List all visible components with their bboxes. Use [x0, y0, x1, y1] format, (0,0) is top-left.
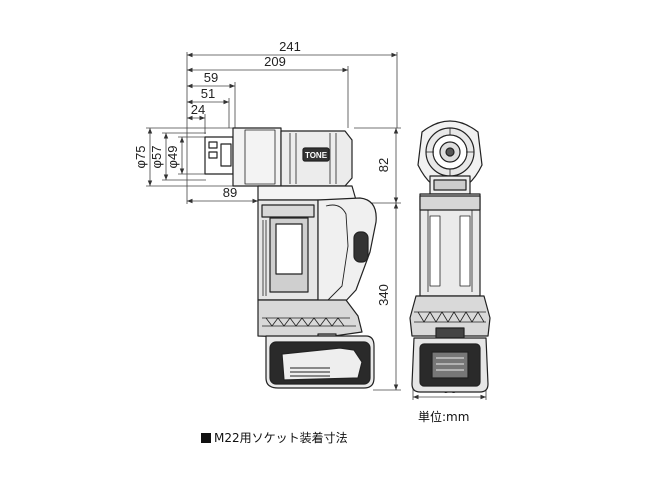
dim-body-length: 209: [264, 54, 286, 69]
dim-socket-24: 24: [191, 102, 205, 117]
tool-side-view: [204, 127, 377, 389]
tone-logo: TONE: [305, 151, 328, 160]
dim-socket-59: 59: [204, 70, 218, 85]
caption-bullet: [201, 432, 211, 443]
dim-total-height: 340: [376, 284, 391, 306]
dim-head-length: 89: [223, 185, 237, 200]
caption: M22用ソケット装着寸法: [201, 429, 348, 446]
dim-socket-51: 51: [201, 86, 215, 101]
unit-label: 単位:mm: [418, 410, 470, 424]
dim-dia-49: φ49: [165, 146, 180, 169]
dim-dia-57: φ57: [149, 146, 164, 169]
tool-front-view: [409, 120, 491, 393]
dim-overall-length: 241: [279, 39, 301, 54]
dim-head-height: 82: [376, 158, 391, 172]
dim-dia-75: φ75: [133, 146, 148, 169]
caption-text: M22用ソケット装着寸法: [214, 431, 348, 445]
